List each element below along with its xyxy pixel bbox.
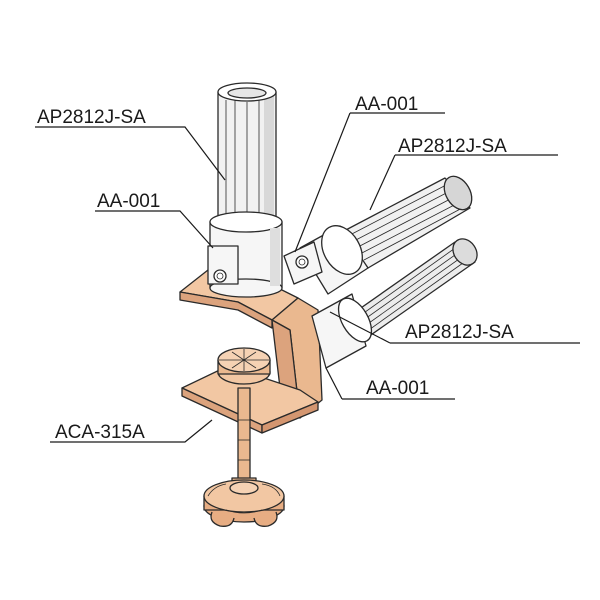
vertical-joint <box>207 211 283 298</box>
clamp-screw <box>217 347 271 499</box>
upper-horizontal-pipe <box>341 175 473 269</box>
lower-horizontal-joint <box>311 293 373 369</box>
upper-horizontal-joint <box>283 225 369 295</box>
label-left-joint: AA-001 <box>97 191 160 212</box>
leader-lines <box>35 112 580 443</box>
vertical-pipe <box>217 82 277 228</box>
label-lower-pipe: AP2812J-SA <box>405 322 514 343</box>
clamp-knob[interactable] <box>203 477 285 527</box>
label-vertical-pipe: AP2812J-SA <box>37 107 146 128</box>
label-clamp: ACA-315A <box>55 422 145 443</box>
label-top-joint: AA-001 <box>355 94 418 115</box>
label-bottom-joint: AA-001 <box>366 378 429 399</box>
label-upper-pipe: AP2812J-SA <box>398 136 507 157</box>
